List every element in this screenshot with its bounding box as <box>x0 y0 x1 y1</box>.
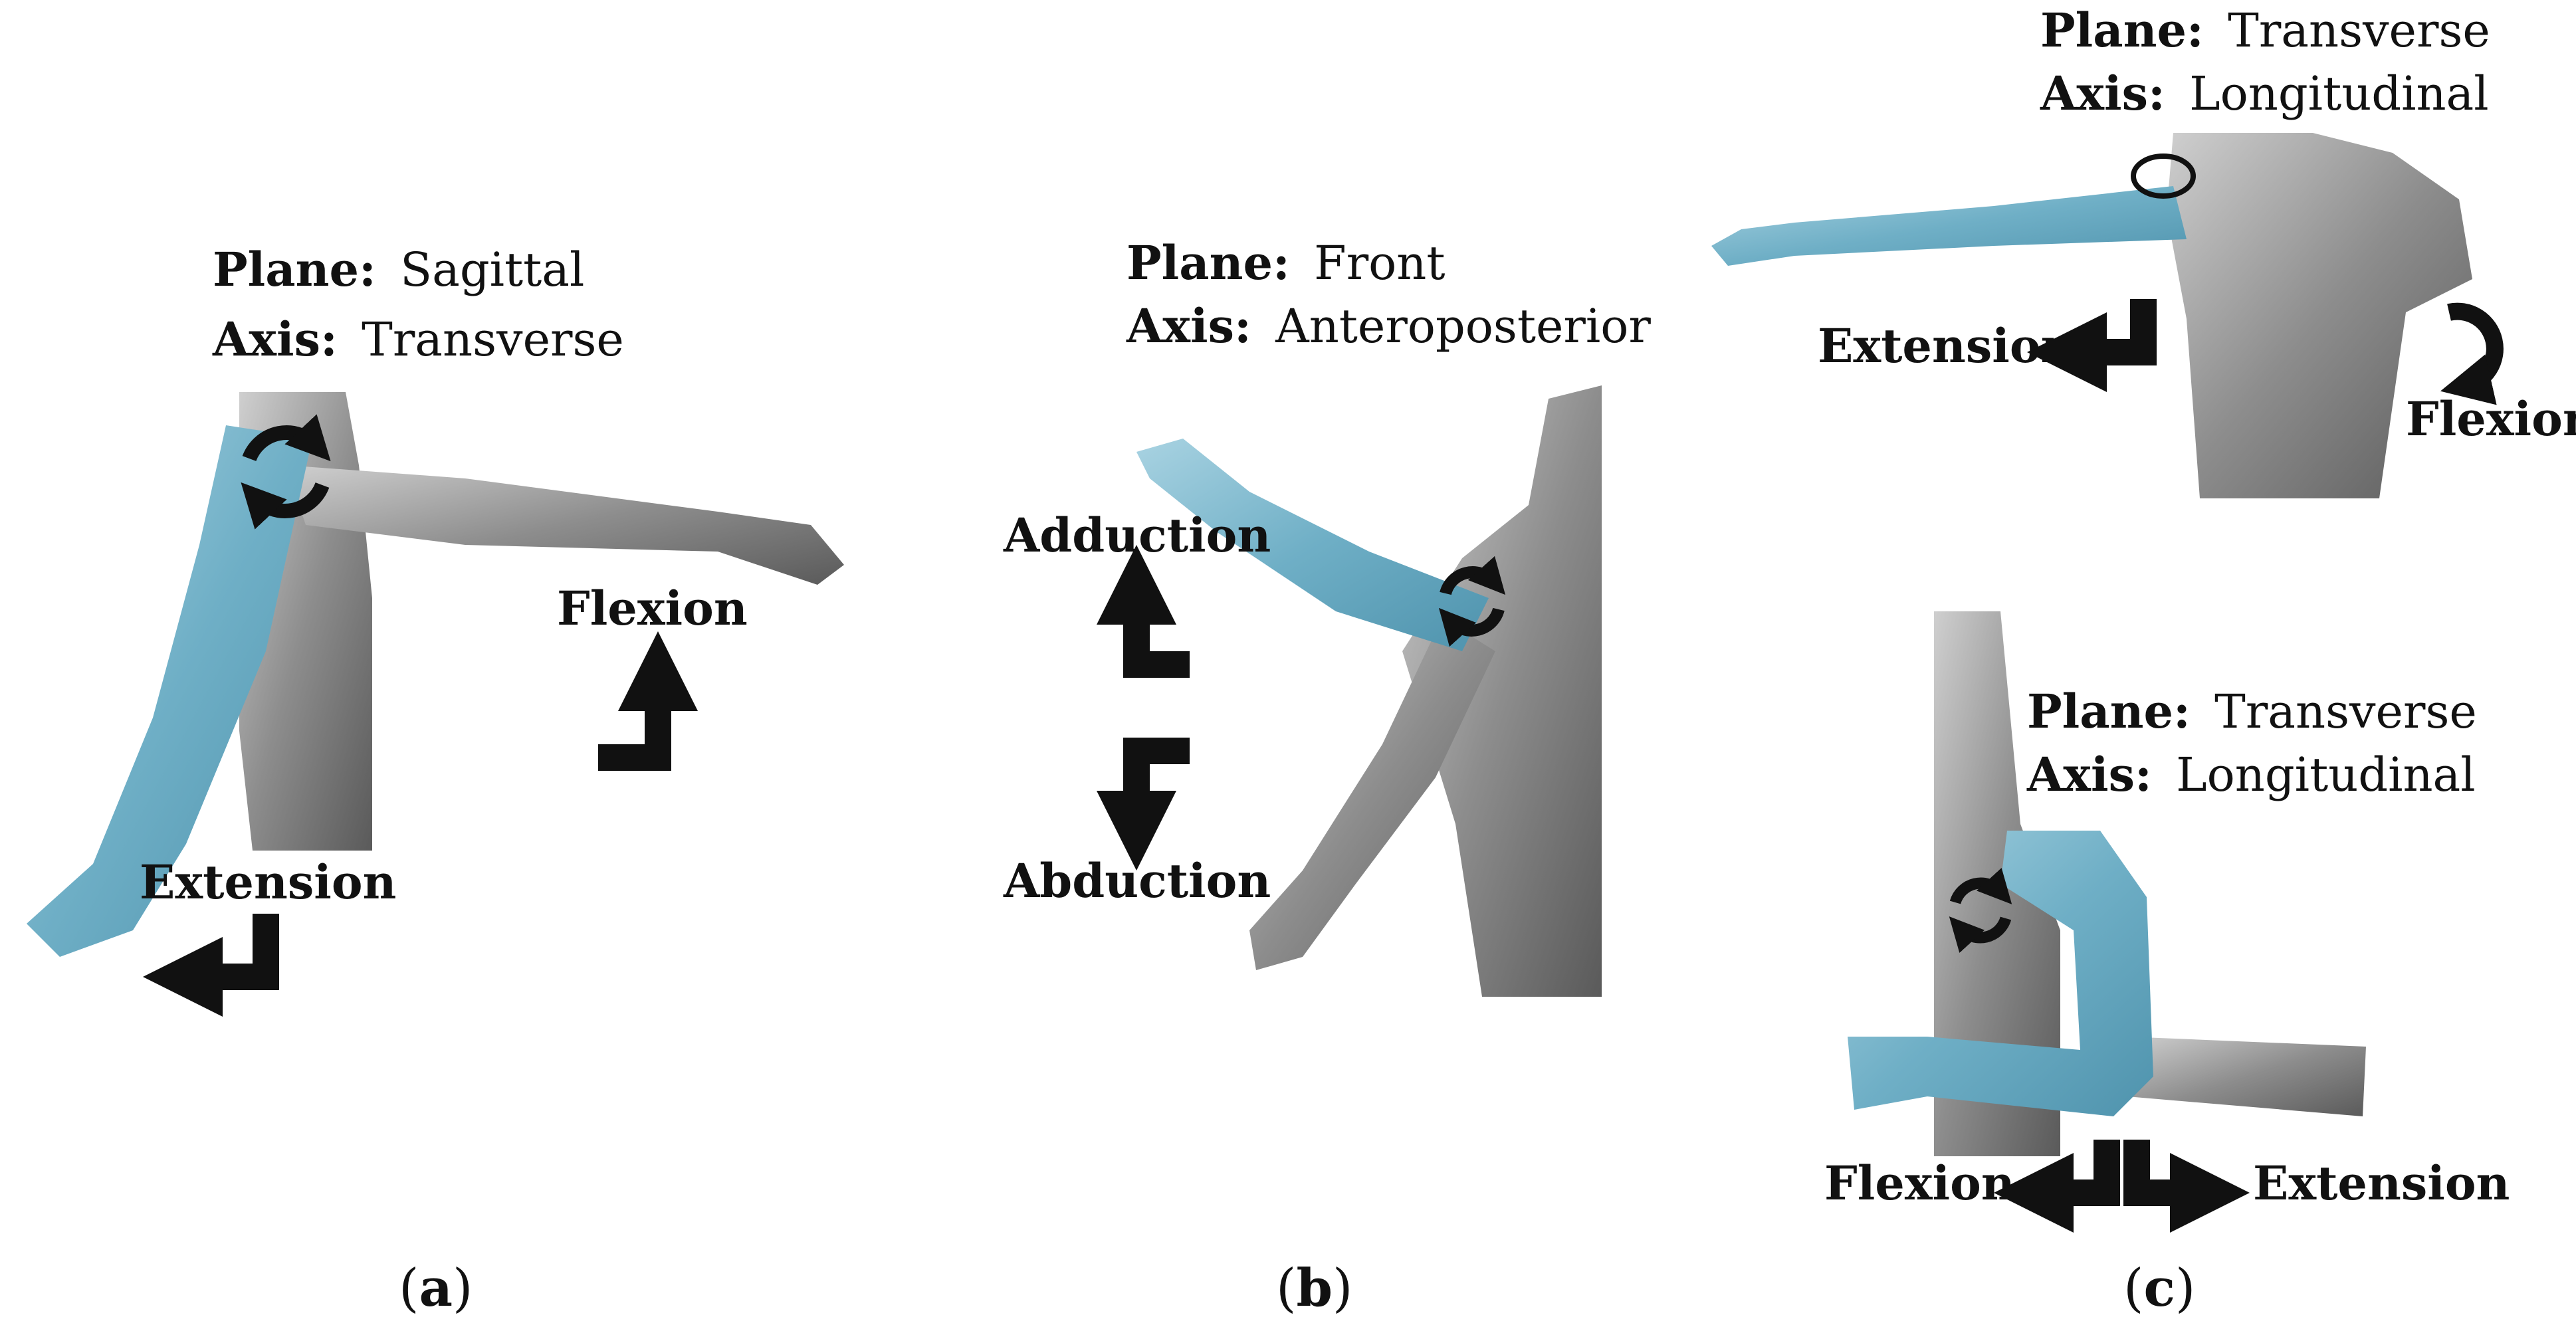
panel-c-top-extension-label: Extension <box>1818 318 2074 373</box>
panel-b-axis-value: Anteroposterior <box>1275 299 1651 354</box>
svg-text:Axis: Longitudinal: Axis: Longitudinal <box>2040 66 2489 121</box>
svg-text:Axis: Longitudinal: Axis: Longitudinal <box>2026 747 2476 802</box>
panel-a-blue-arm <box>27 425 312 957</box>
svg-text:(c): (c) <box>2123 1258 2195 1318</box>
svg-text:Axis: Transverse: Axis: Transverse <box>212 312 624 367</box>
panel-a-gray-arm <box>286 465 844 585</box>
panel-a-caption: a <box>419 1258 453 1318</box>
panel-a-flexion-arrow <box>598 631 698 771</box>
panel-c-bottom-gray-arm <box>2127 1037 2366 1116</box>
svg-text:(a): (a) <box>399 1258 473 1318</box>
panel-c-bottom-flexion-label: Flexion <box>1824 1156 2015 1211</box>
panel-c-bottom-extension-arrow <box>2123 1140 2250 1233</box>
panel-b: Plane: Front Axis: Anteroposterior Adduc… <box>1003 235 1651 1318</box>
panel-b-adduction-arrow <box>1097 545 1190 678</box>
panel-b-plane-value: Front <box>1314 236 1445 290</box>
rotation-arrows-icon <box>1949 867 2012 954</box>
panel-c-bottom-axis-value: Longitudinal <box>2176 748 2476 802</box>
panel-c-top-plane-key: Plane: <box>2040 3 2204 58</box>
panel-c-top-axis-key: Axis: <box>2040 66 2165 121</box>
panel-a-extension-label: Extension <box>140 855 396 910</box>
panel-b-axis-key: Axis: <box>1126 298 1251 354</box>
panel-c-bottom-plane-value: Transverse <box>2214 684 2477 739</box>
panel-b-abduction-arrow <box>1097 738 1190 871</box>
panel-c-bottom-blue-arm <box>1848 831 2153 1116</box>
panel-c-top-blue-arm <box>1711 186 2187 266</box>
panel-c-top-flexion-label: Flexion <box>2406 391 2576 447</box>
panel-c-bottom: Plane: Transverse Axis: Longitudinal Fle… <box>1824 611 2510 1318</box>
panel-a-extension-arrow <box>143 914 279 1017</box>
rotation-ring-icon <box>2131 154 2196 199</box>
svg-text:Plane: Sagittal: Plane: Sagittal <box>213 242 584 297</box>
panel-a-plane-value: Sagittal <box>400 243 584 297</box>
rotation-arrows-icon <box>241 414 331 530</box>
panel-c-top-extension-arrow <box>2027 299 2157 392</box>
svg-text:Plane: Transverse: Plane: Transverse <box>2027 684 2477 739</box>
panel-c-top-axis-value: Longitudinal <box>2189 66 2489 121</box>
panel-b-blue-arm <box>1136 439 1489 651</box>
panel-c-bottom-extension-label: Extension <box>2253 1156 2510 1211</box>
panel-b-plane-key: Plane: <box>1127 235 1290 290</box>
panel-c-bottom-axis-key: Axis: <box>2026 747 2152 802</box>
panel-b-gray-arm <box>1249 618 1495 970</box>
panel-a-axis-value: Transverse <box>362 312 624 367</box>
svg-text:(b): (b) <box>1276 1258 1352 1318</box>
panel-c-bottom-flexion-arrow <box>1994 1140 2120 1233</box>
panel-b-abduction-label: Abduction <box>1003 853 1271 908</box>
panel-a: Plane: Sagittal Axis: Transverse Flexion… <box>27 242 844 1318</box>
panel-b-adduction-label: Adduction <box>1003 508 1271 563</box>
panel-c-top-torso <box>2167 133 2472 498</box>
panel-c-top-flexion-arrow <box>2440 302 2504 405</box>
svg-text:Plane: Front: Plane: Front <box>1127 235 1446 290</box>
svg-text:Axis: Anteroposterior: Axis: Anteroposterior <box>1126 298 1651 354</box>
panel-c-top: Plane: Transverse Axis: Longitudinal Ext… <box>1711 3 2576 498</box>
panel-a-plane-key: Plane: <box>213 242 376 297</box>
panel-a-flexion-label: Flexion <box>557 581 748 636</box>
svg-text:Plane: Transverse: Plane: Transverse <box>2040 3 2490 58</box>
panel-c-top-plane-value: Transverse <box>2228 3 2490 58</box>
rotation-arrows-icon <box>1438 556 1506 647</box>
panel-c-bottom-plane-key: Plane: <box>2027 684 2191 739</box>
panel-c-caption: c <box>2143 1258 2175 1318</box>
panel-a-axis-key: Axis: <box>212 312 338 367</box>
panel-b-torso <box>1402 385 1602 997</box>
panel-b-caption: b <box>1296 1258 1333 1318</box>
